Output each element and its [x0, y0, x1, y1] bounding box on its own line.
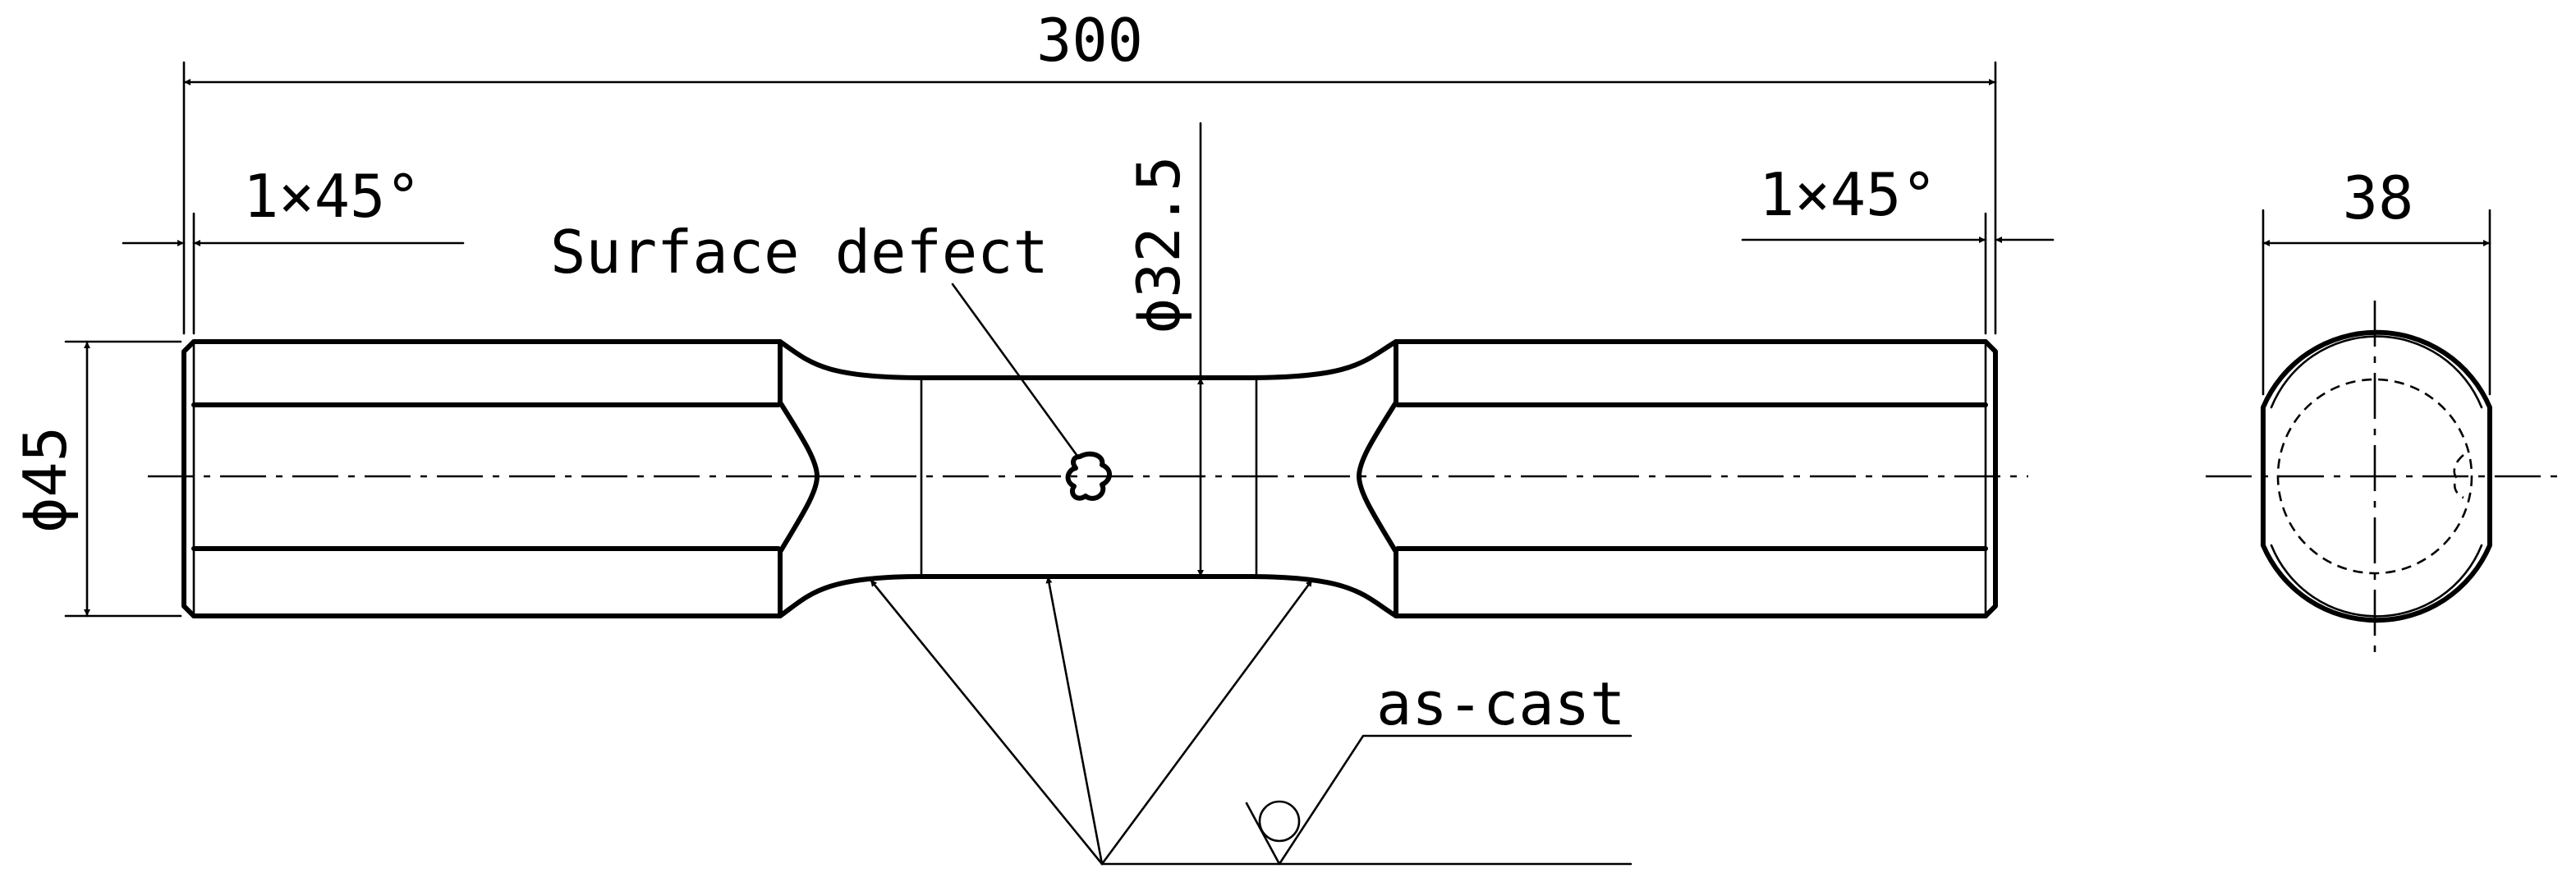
dimension-bar-diameter: ϕ45: [11, 340, 182, 618]
dimension-300: 300: [182, 6, 1997, 335]
dimension-chamfer-left: 1×45°: [122, 162, 465, 335]
surface-finish-label: as-cast: [1376, 669, 1625, 738]
defect-note-label: Surface defect: [550, 218, 1049, 287]
dimension-neck-diameter: ϕ32.5: [1124, 122, 1204, 578]
surface-finish-symbol: [1245, 734, 1632, 866]
overall-length-label: 300: [1036, 6, 1143, 75]
end-view-upper-chamfer: [2270, 335, 2483, 409]
front-view: [148, 339, 2028, 618]
surface-finish-callout: as-cast: [869, 575, 1632, 866]
chamfer-right-label: 1×45°: [1759, 160, 1937, 229]
defect-callout: Surface defect: [550, 218, 1081, 460]
end-view: 38: [2206, 163, 2559, 657]
end-view-outline: [2261, 329, 2492, 623]
chamfer-left-label: 1×45°: [243, 162, 421, 231]
left-chamfer: [181, 339, 196, 618]
left-bar-section: [191, 339, 820, 618]
end-view-width-label: 38: [2343, 163, 2414, 232]
neck-diameter-label: ϕ32.5: [1124, 156, 1193, 334]
dimension-chamfer-right: 1×45°: [1741, 160, 2055, 335]
surface-finish-circle: [1258, 800, 1301, 843]
end-view-neck-hidden-circle: [2276, 378, 2473, 575]
right-chamfer: [1983, 339, 1998, 618]
right-bar-section: [1357, 339, 1988, 618]
neck-section: [778, 339, 1398, 618]
end-view-lower-chamfer: [2270, 544, 2483, 618]
bar-diameter-label: ϕ45: [11, 426, 80, 533]
surface-defect-mark: [1065, 451, 1112, 501]
